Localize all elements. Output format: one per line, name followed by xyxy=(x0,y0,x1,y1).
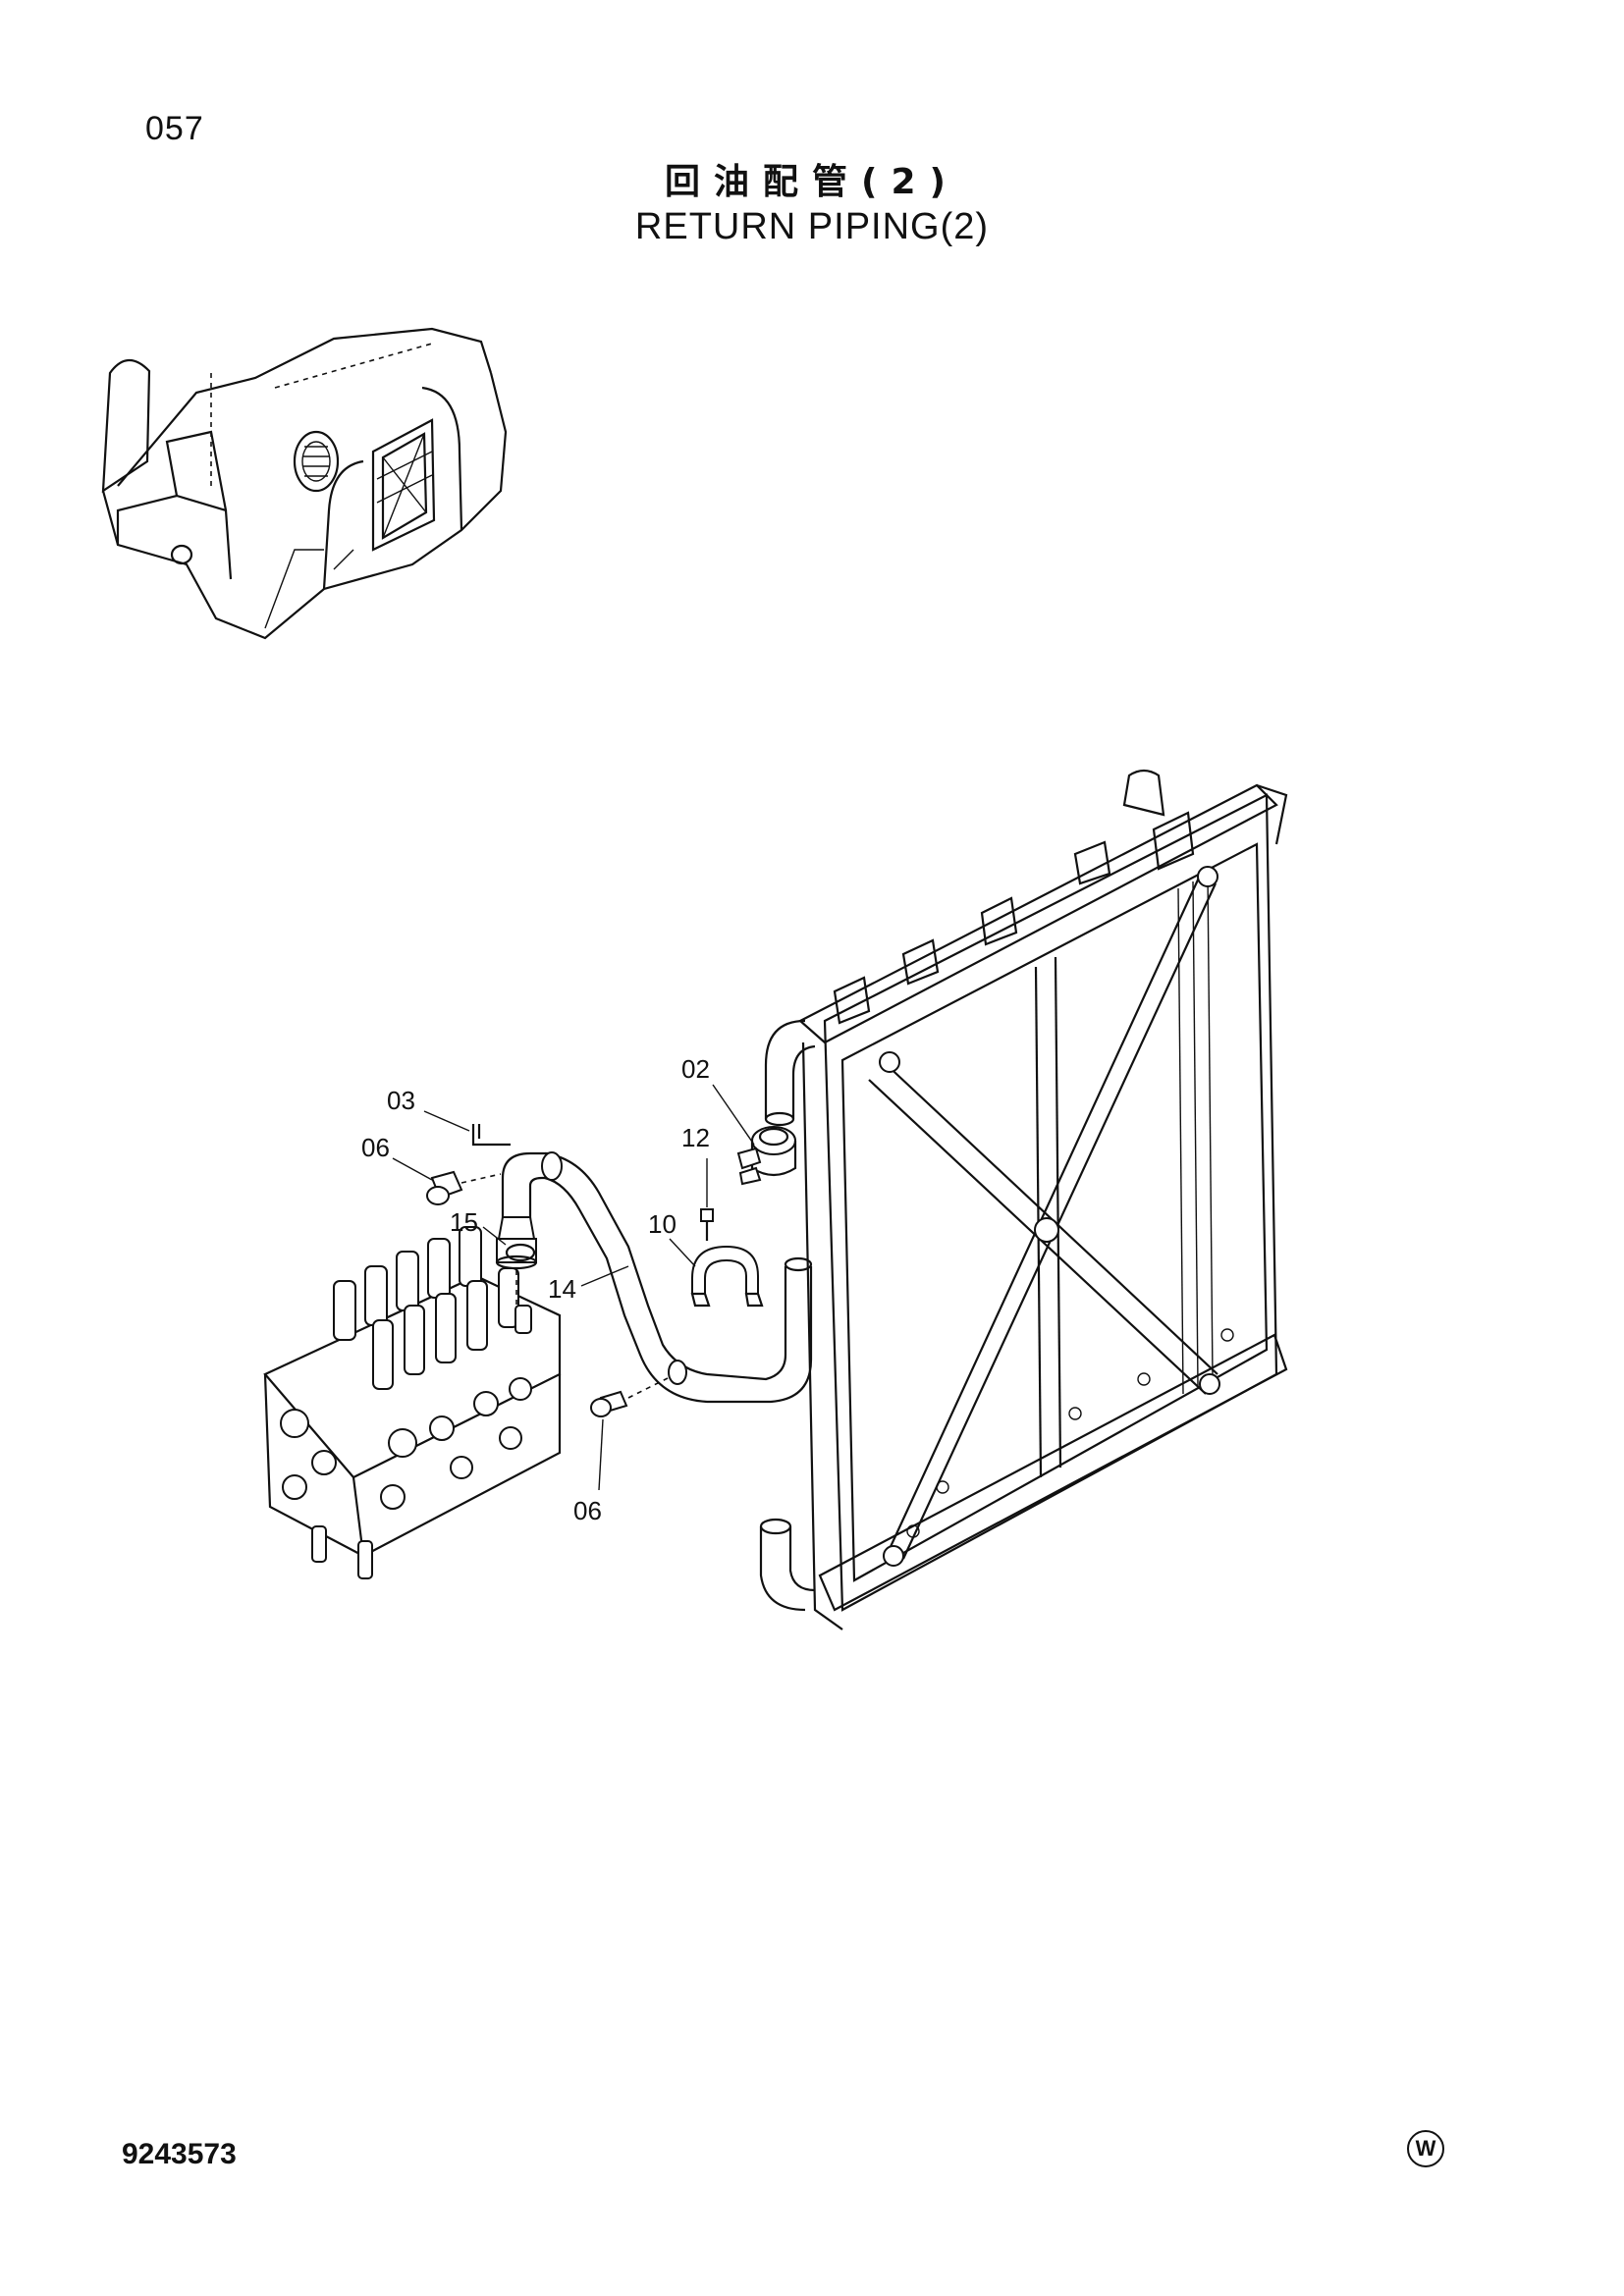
plug-06-lower xyxy=(590,1390,628,1417)
page-number: 057 xyxy=(145,110,204,147)
bracket xyxy=(690,1245,764,1308)
return-pipe xyxy=(495,1151,813,1404)
callout-12: 12 xyxy=(681,1123,710,1152)
callout-02: 02 xyxy=(681,1054,710,1084)
callout-06-upper: 06 xyxy=(361,1133,390,1162)
callout-06-lower: 06 xyxy=(573,1496,602,1525)
radiator-assembly xyxy=(759,769,1288,1630)
bolt-12 xyxy=(700,1208,714,1241)
page-title-chinese: 回油配管(2) xyxy=(665,162,959,202)
plug-06-upper xyxy=(426,1170,463,1205)
radiator-thumbnail xyxy=(371,418,436,552)
callout-15: 15 xyxy=(450,1207,478,1237)
callout-03: 03 xyxy=(387,1086,415,1115)
page-title-english: RETURN PIPING(2) xyxy=(634,206,990,247)
document-code: 9243573 xyxy=(122,2138,237,2170)
callout-10: 10 xyxy=(648,1209,677,1239)
clip-03 xyxy=(471,1124,511,1147)
watermark-symbol: W xyxy=(1407,2130,1444,2167)
o-ring-15 xyxy=(505,1243,536,1262)
hose-clamp xyxy=(736,1126,797,1186)
leader-lines xyxy=(392,1084,755,1491)
locator-view xyxy=(101,327,508,640)
callout-14: 14 xyxy=(548,1274,576,1304)
control-valve xyxy=(263,1226,562,1579)
